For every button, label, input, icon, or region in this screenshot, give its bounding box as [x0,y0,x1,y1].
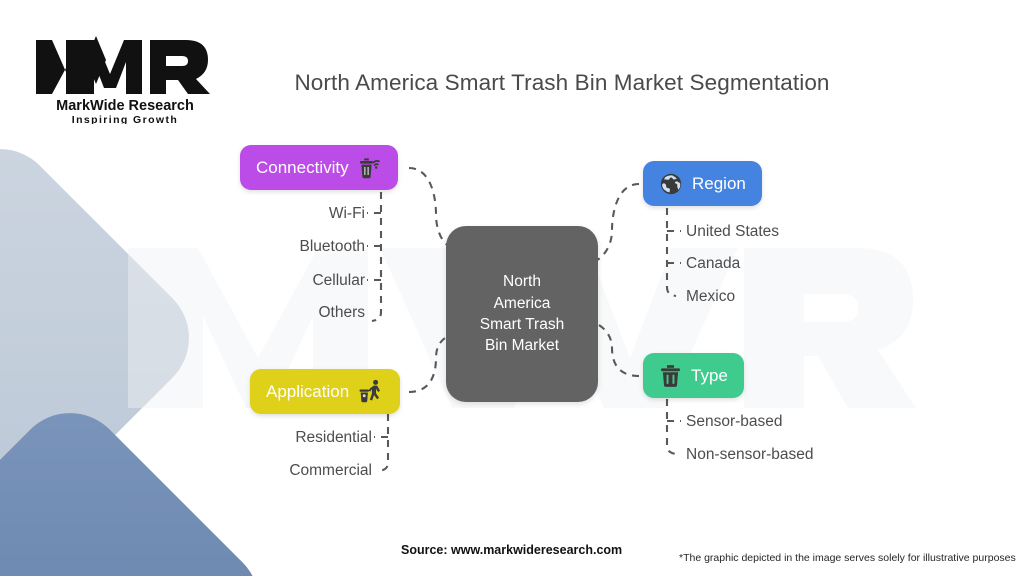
leaf-region-0: United States [686,223,780,240]
center-node-label: North America Smart Trash Bin Market [480,271,564,357]
decorative-square-dark [0,389,283,576]
brand-name: MarkWide Research [56,98,194,114]
leaf-connectivity-0: Wi-Fi [328,205,365,222]
decorative-square-light [0,125,213,551]
leaf-connectivity-3: Others [318,304,365,321]
wire-application-trunk [378,414,390,473]
wire-type-center [593,321,640,378]
globe-icon [659,172,683,196]
branch-label-connectivity: Connectivity [256,157,349,177]
center-line-3: Bin Market [484,337,560,355]
trash-wifi-icon [358,155,382,180]
brand-tagline: Inspiring Growth [72,114,178,124]
wire-connectivity-center [408,166,453,249]
branch-badge-type[interactable]: Type [643,353,744,398]
center-line-2: Smart Trash [479,316,565,333]
center-line-0: North [503,273,541,291]
branch-badge-application[interactable]: Application [250,369,401,414]
leaf-region-1: Canada [686,255,741,272]
wire-type-trunk [665,399,677,456]
center-node[interactable]: North America Smart Trash Bin Market [446,226,598,402]
wire-region-trunk [665,208,677,298]
branch-label-application: Application [266,381,350,401]
leaf-application-1: Commercial [289,462,372,479]
leaf-connectivity-1: Bluetooth [299,238,366,255]
branch-badge-connectivity[interactable]: Connectivity [240,145,398,190]
leaf-application-0: Residential [295,429,372,446]
leaf-connectivity-2: Cellular [312,272,365,289]
branch-label-region: Region [692,173,746,193]
center-line-1: America [493,294,551,312]
branch-badge-region[interactable]: Region [643,161,762,206]
brand-logo: MarkWide Research Inspiring Growth [36,36,210,124]
trash-bin-icon [659,363,682,388]
disclaimer-label: *The graphic depicted in the image serve… [679,552,1016,564]
leaf-region-2: Mexico [686,288,736,305]
page-title: North America Smart Trash Bin Market Seg… [294,70,830,95]
leaf-type-1: Non-sensor-based [686,446,814,463]
leaf-type-0: Sensor-based [686,413,783,430]
person-trash-icon [358,379,384,405]
wire-region-center [593,182,640,263]
wire-connectivity-trunk [371,192,383,323]
branch-label-type: Type [691,365,728,385]
source-label: Source: www.markwideresearch.com [401,543,623,557]
